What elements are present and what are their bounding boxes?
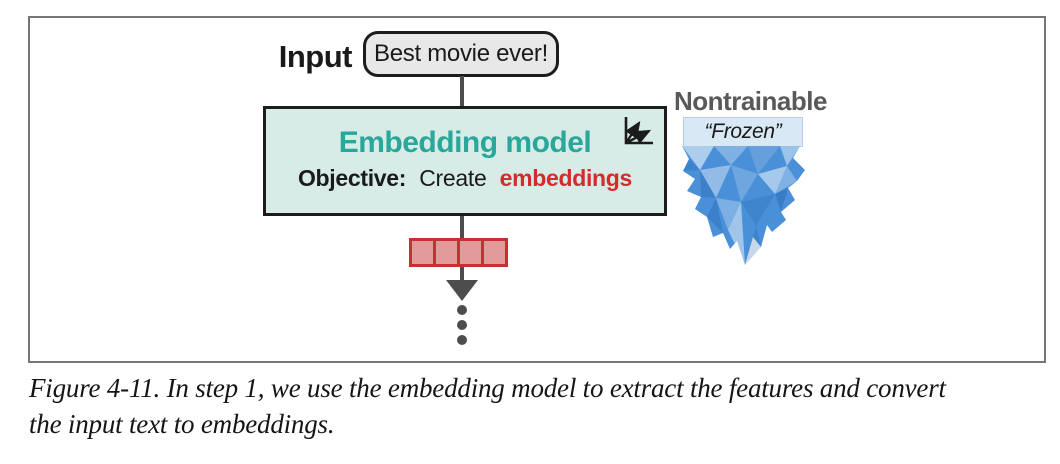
connector-input-to-model — [460, 76, 464, 106]
input-label: Input — [278, 39, 353, 74]
figure-caption: Figure 4-11. In step 1, we use the embed… — [29, 370, 1039, 442]
embedding-cell — [409, 238, 436, 267]
embedding-cell — [481, 238, 508, 267]
dot — [457, 320, 467, 330]
caption-line: the input text to embeddings. — [29, 409, 335, 439]
embedding-cell — [457, 238, 484, 267]
vector-axes-icon — [624, 117, 653, 145]
nontrainable-label: Nontrainable — [674, 86, 827, 116]
objective-label: Objective: — [297, 165, 407, 191]
objective-text: Create — [419, 165, 487, 191]
objective-highlight: embeddings — [499, 165, 633, 191]
input-text: Best movie ever! — [374, 40, 548, 67]
model-objective: Objective: Create embeddings — [266, 165, 664, 192]
dot — [457, 305, 467, 315]
frozen-tag-text: “Frozen” — [704, 120, 782, 143]
embedding-cell — [433, 238, 460, 267]
caption-line: Figure 4-11. In step 1, we use the embed… — [29, 373, 946, 403]
ellipsis-dots — [457, 305, 467, 345]
input-text-box: Best movie ever! — [363, 31, 559, 77]
dot — [457, 335, 467, 345]
model-title: Embedding model — [338, 126, 592, 159]
down-arrowhead — [446, 280, 478, 301]
embedding-model-box: Embedding model Objective: Create embedd… — [263, 106, 667, 216]
iceberg-icon — [682, 146, 805, 265]
frozen-tag: “Frozen” — [683, 117, 803, 147]
embedding-vector — [409, 238, 508, 267]
